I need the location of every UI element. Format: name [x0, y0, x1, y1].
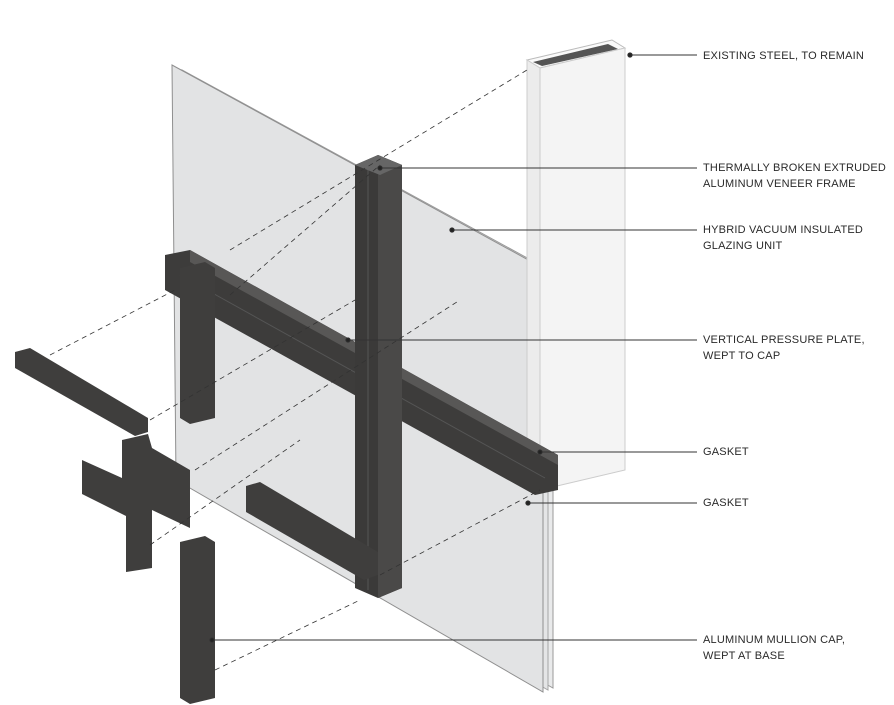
- label-line: ALUMINUM VENEER FRAME: [703, 178, 856, 190]
- label-line: EXISTING STEEL, TO REMAIN: [703, 50, 865, 62]
- leader-lines: [209, 52, 697, 643]
- label-line: WEPT AT BASE: [703, 650, 785, 662]
- label-line: GASKET: [703, 446, 749, 458]
- label-gasket-1: GASKET: [703, 444, 749, 460]
- label-veneer-frame: THERMALLY BROKEN EXTRUDED ALUMINUM VENEER…: [703, 160, 886, 192]
- existing-steel-tube: [525, 39, 627, 491]
- projection-lines: [49, 69, 541, 671]
- label-line: ALUMINUM MULLION CAP,: [703, 634, 846, 646]
- label-mullion-cap: ALUMINUM MULLION CAP, WEPT AT BASE: [703, 632, 845, 664]
- label-line: GLAZING UNIT: [703, 240, 783, 252]
- label-existing-steel: EXISTING STEEL, TO REMAIN: [703, 48, 864, 64]
- label-gasket-2: GASKET: [703, 495, 749, 511]
- label-line: HYBRID VACUUM INSULATED: [703, 224, 864, 236]
- vertical-frame: [355, 155, 402, 598]
- label-line: VERTICAL PRESSURE PLATE,: [703, 334, 865, 346]
- label-line: THERMALLY BROKEN EXTRUDED: [703, 162, 887, 174]
- label-pressure-plate: VERTICAL PRESSURE PLATE, WEPT TO CAP: [703, 332, 865, 364]
- label-glazing-unit: HYBRID VACUUM INSULATED GLAZING UNIT: [703, 222, 863, 254]
- label-line: WEPT TO CAP: [703, 350, 781, 362]
- mullion-caps: [15, 262, 378, 704]
- label-line: GASKET: [703, 497, 749, 509]
